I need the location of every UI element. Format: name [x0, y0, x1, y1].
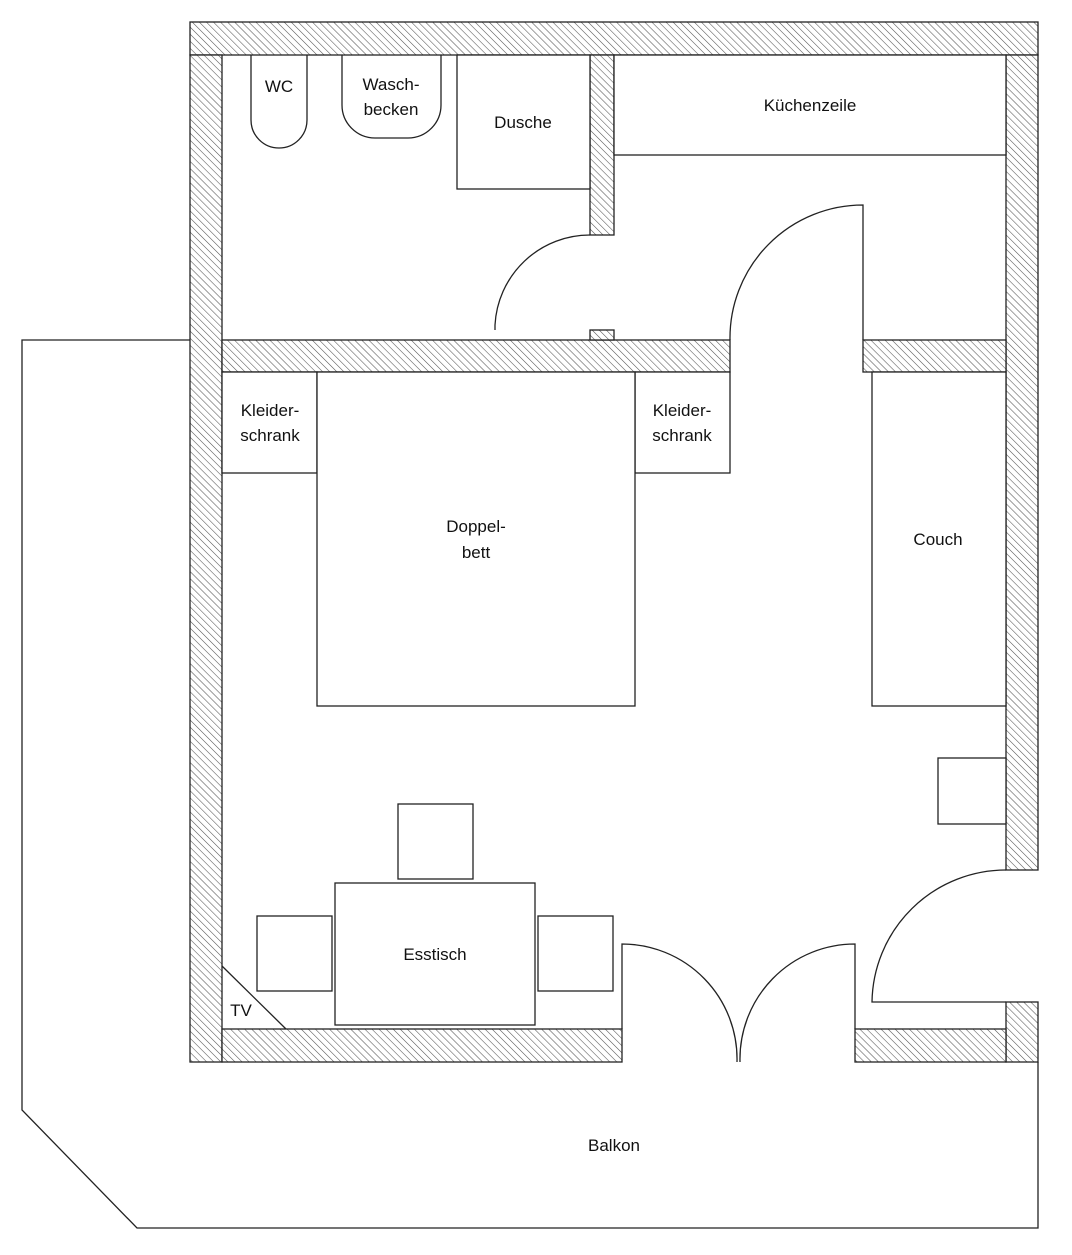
wc-label: WC [265, 77, 293, 96]
door-balcony-left [621, 943, 738, 1063]
door-balcony-right [739, 943, 856, 1063]
bed-label-2: bett [462, 543, 491, 562]
wall-bottom-left [221, 1028, 623, 1063]
bed-label-1: Doppel- [446, 517, 506, 536]
kitchen-counter [613, 54, 1007, 156]
wardrobe-left [221, 371, 318, 474]
shower-label: Dusche [494, 113, 552, 132]
wall-bath-kitchen-lower [589, 329, 615, 341]
door-bathroom [494, 234, 591, 330]
wardrobe-right-label-1: Kleider- [653, 401, 712, 420]
wall-kitchen-living [862, 339, 1007, 373]
couch [871, 371, 1007, 707]
wall-top [189, 21, 1039, 56]
wall-left [189, 54, 223, 1063]
tv-label: TV [230, 1001, 252, 1020]
wardrobe-right-label-2: schrank [652, 426, 712, 445]
wall-bottom-right [854, 1028, 1007, 1063]
kitchen-label: Küchenzeile [764, 96, 857, 115]
wardrobe-left-label-1: Kleider- [241, 401, 300, 420]
door-entrance [871, 869, 1007, 1003]
wall-bath-kitchen-upper [589, 54, 615, 236]
chair-right [537, 915, 614, 992]
dining-table [334, 882, 536, 1026]
side-cabinet [937, 757, 1007, 825]
washbasin-label-2: becken [364, 100, 419, 119]
double-bed [316, 371, 636, 707]
chair-top [397, 803, 474, 880]
wardrobe-left-label-2: schrank [240, 426, 300, 445]
wardrobe-right [634, 371, 731, 474]
wall-right-lower [1005, 1001, 1039, 1063]
doors [494, 204, 1007, 1063]
wc-fixture [250, 55, 308, 149]
wall-bath-bedroom [221, 339, 731, 373]
door-kitchen [729, 204, 864, 341]
balcony-outline [21, 339, 1039, 1229]
washbasin-label-1: Wasch- [363, 75, 420, 94]
tv-corner-line [221, 965, 287, 1030]
chair-left [256, 915, 333, 992]
couch-label: Couch [913, 530, 962, 549]
washbasin-fixture [341, 55, 442, 139]
balcony-label: Balkon [588, 1136, 640, 1155]
wall-right-upper [1005, 54, 1039, 871]
shower [456, 54, 591, 190]
table-label: Esstisch [403, 945, 466, 964]
